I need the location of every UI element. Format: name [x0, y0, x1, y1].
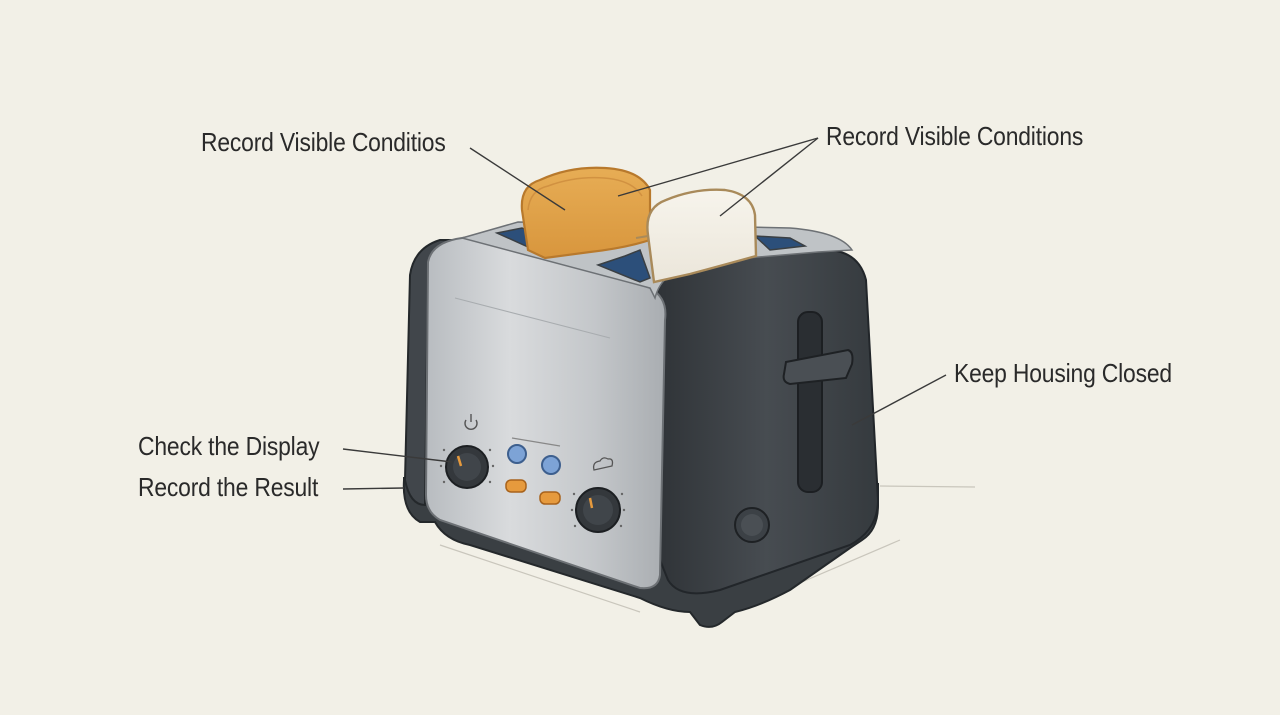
callout-record-visible-conditios: Record Visible Conditios [201, 127, 446, 157]
power-icon [464, 414, 478, 430]
left-dial-ticks [439, 448, 495, 484]
lever-track [797, 311, 823, 493]
orange-button-right[interactable] [539, 491, 561, 505]
blue-button-left[interactable] [507, 444, 527, 464]
bread-slot-right [595, 249, 651, 283]
bread-slot-right-rear [752, 235, 808, 251]
toaster-housing-right [653, 248, 880, 595]
bread-white [646, 188, 758, 284]
toast-golden [520, 166, 652, 260]
callout-check-the-display: Check the Display [138, 431, 320, 461]
right-dial-ticks [570, 492, 626, 528]
bread-icon [592, 457, 614, 471]
callout-record-visible-conditions: Record Visible Conditions [826, 121, 1084, 151]
orange-button-left[interactable] [505, 479, 527, 493]
blue-button-right[interactable] [541, 455, 561, 475]
callout-record-the-result: Record the Result [138, 472, 319, 502]
callout-keep-housing-closed: Keep Housing Closed [954, 358, 1172, 388]
leader-lines [342, 137, 947, 490]
lever-handle[interactable] [782, 348, 854, 386]
